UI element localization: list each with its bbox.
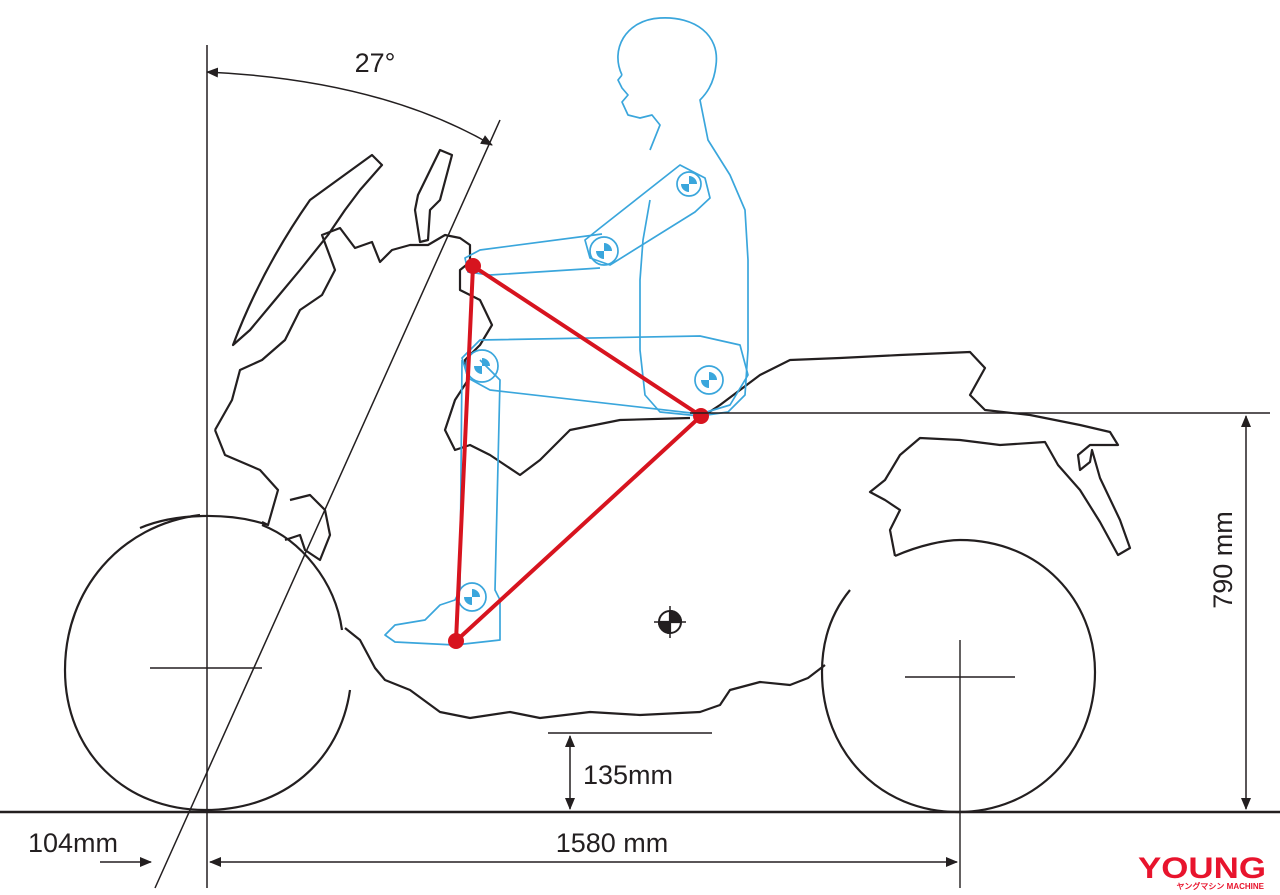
engine-belly — [344, 627, 826, 720]
rake-angle-label: 27° — [355, 48, 396, 78]
rider-shin — [384, 359, 501, 646]
wheelbase-label: 1580 mm — [556, 828, 669, 858]
ground-clearance-label: 135mm — [583, 760, 673, 790]
rider-figure — [384, 17, 749, 646]
triangle-point-handlebar — [465, 258, 481, 274]
rider-forearm — [464, 233, 603, 276]
seat-height-label: 790 mm — [1208, 511, 1238, 609]
rider-upper-arm — [584, 164, 711, 266]
rider-joint-icons — [457, 171, 724, 612]
rider-joint-marks — [464, 176, 717, 605]
dimension-lines — [0, 45, 1280, 889]
front-fairing-lower — [213, 429, 332, 562]
seat-tail — [699, 350, 1132, 557]
motorcycle-outline — [63, 148, 1132, 814]
rider-head — [617, 17, 749, 417]
mirror — [413, 148, 454, 244]
young-machine-logo: YOUNG ヤングマシン MACHINE — [1138, 852, 1266, 891]
svg-text:ヤングマシン MACHINE: ヤングマシン MACHINE — [1176, 881, 1264, 891]
trail-label: 104mm — [28, 828, 118, 858]
svg-text:YOUNG: YOUNG — [1138, 852, 1266, 885]
front-wheel — [63, 513, 352, 812]
front-fender — [139, 514, 270, 530]
triangle-point-seat — [693, 408, 709, 424]
center-of-gravity-icon — [654, 606, 686, 638]
rake-angle-arc — [206, 67, 493, 146]
windscreen — [231, 153, 384, 347]
axle-markers — [150, 640, 1015, 888]
rider-triangle — [448, 258, 709, 649]
rear-wheel — [820, 538, 1097, 814]
headlight-cowl — [214, 226, 691, 477]
steering-axis — [154, 119, 501, 889]
triangle-point-footpeg — [448, 633, 464, 649]
rider-thigh — [461, 335, 749, 415]
